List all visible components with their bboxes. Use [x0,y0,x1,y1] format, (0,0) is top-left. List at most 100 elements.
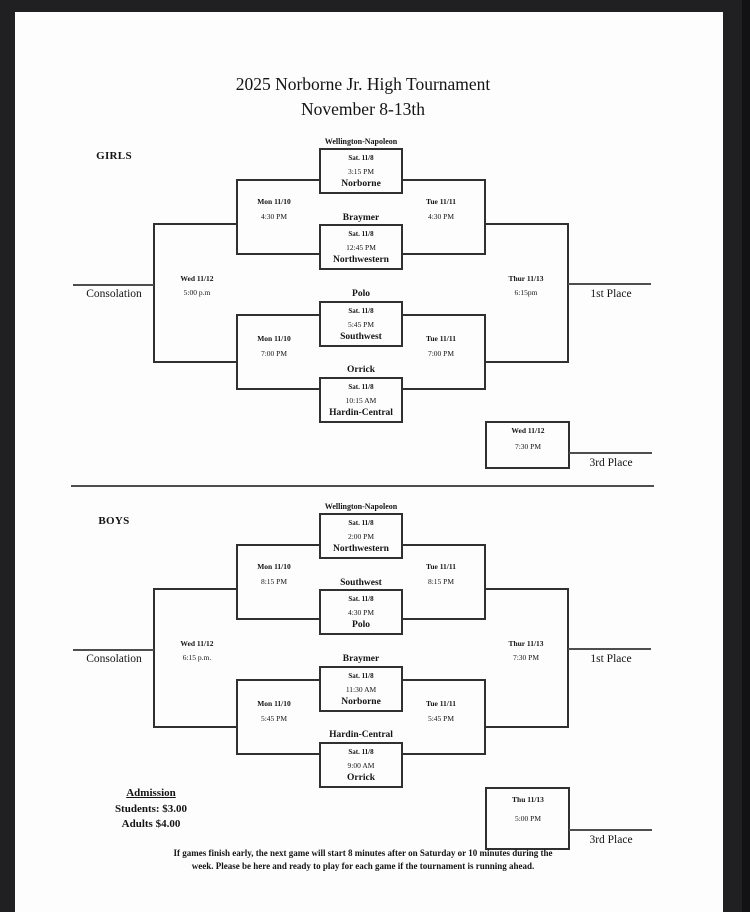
game-box: Sat. 11/8 9:00 AM Orrick [319,742,403,788]
bracket-line [569,452,652,454]
admission-heading: Admission [126,787,176,799]
bracket-line [484,179,486,255]
game-slot-time: 5:45 PM [427,714,455,723]
game-slot-time: 7:00 PM [427,349,455,358]
bracket-line [568,648,651,650]
viewer-right-edge [742,0,750,912]
game-date: Sat. 11/8 [348,595,374,603]
game-slot-time: 6:15 p.m. [182,653,212,662]
game-slot-date: Mon 11/10 [257,197,291,206]
game-slot-date: Thur 11/13 [508,639,544,648]
game-slot-date: Wed 11/12 [180,274,214,283]
team-name: Southwest [340,332,382,342]
game-slot-time: 5:00 PM [514,814,542,823]
team-name: Orrick [347,773,375,783]
footer-note-line1: If games finish early, the next game wil… [173,848,553,858]
bracket-line [567,588,569,728]
game-slot-date: Mon 11/10 [257,699,291,708]
bracket-line [73,649,154,651]
admission-adults: Adults $4.00 [121,818,181,830]
game-time: 10:15 AM [345,396,377,405]
game-slot-time: 8:15 PM [260,577,288,586]
page-subtitle: November 8-13th [301,99,425,119]
bracket-line [153,588,155,728]
game-slot-time: 4:30 PM [260,212,288,221]
bracket-line [485,588,568,590]
game-date: Sat. 11/8 [348,230,374,238]
game-slot-date: Tue 11/11 [426,197,456,206]
game-slot-time: 6:15pm [514,288,538,297]
game-slot-date: Thur 11/13 [508,274,544,283]
admission-students: Students: $3.00 [114,803,188,815]
section-label: BOYS [98,515,130,527]
game-time: 12:45 PM [346,243,376,252]
game-slot-time: 7:30 PM [512,653,540,662]
team-name: Northwestern [333,255,389,265]
team-name: Wellington-Napoleon [324,502,398,511]
team-name: Hardin-Central [329,408,393,418]
game-slot-date: Wed 11/12 [511,426,545,435]
bracket-line [484,314,486,390]
game-date: Sat. 11/8 [348,672,374,680]
bracket-line [567,223,569,363]
bracket-line [486,848,569,850]
game-slot-date: Wed 11/12 [180,639,214,648]
bracket-line [73,284,154,286]
game-slot-time: 4:30 PM [427,212,455,221]
footer-note-line2: week. Please be here and ready to play f… [191,861,535,871]
game-slot-date: Mon 11/10 [257,334,291,343]
team-name: Norborne [341,697,381,707]
bracket-line [154,361,237,363]
game-slot-time: 7:30 PM [514,442,542,451]
game-time: 9:00 AM [347,761,375,770]
bracket-line [153,223,155,363]
game-slot-date: Thu 11/13 [512,795,544,804]
game-slot-date: Tue 11/11 [426,699,456,708]
bracket-line [485,361,568,363]
game-box: Sat. 11/8 11:30 AM Norborne [319,666,403,712]
game-box: Sat. 11/8 12:45 PM Northwestern [319,224,403,270]
page-title: 2025 Norborne Jr. High Tournament [235,74,491,94]
game-slot-time: 7:00 PM [260,349,288,358]
team-name: Orrick [347,365,375,375]
team-name: Braymer [342,213,380,223]
game-date: Sat. 11/8 [348,383,374,391]
game-date: Sat. 11/8 [348,748,374,756]
team-name: Polo [352,289,370,299]
bracket-line [154,726,237,728]
bracket-line [568,421,570,469]
bracket-line [236,179,238,255]
game-slot-time: 5:00 p.m [183,288,211,297]
consolation-label: Consolation [86,288,142,300]
team-name: Polo [352,620,370,630]
third-place-label: 3rd Place [589,834,633,846]
section-label: GIRLS [96,150,132,162]
bracket-line [154,223,237,225]
bracket-line [486,421,569,423]
bracket-line [486,467,569,469]
team-name: Hardin-Central [329,730,393,740]
bracket-line [485,421,487,469]
game-slot-date: Tue 11/11 [426,562,456,571]
team-name: Norborne [341,179,381,189]
first-place-label: 1st Place [590,288,632,300]
game-slot-date: Tue 11/11 [426,334,456,343]
game-slot-date: Mon 11/10 [257,562,291,571]
bracket-line [236,544,238,620]
game-time: 11:30 AM [345,685,377,694]
game-time: 4:30 PM [347,608,375,617]
team-name: Wellington-Napoleon [324,137,398,146]
section-divider-line [71,485,654,487]
bracket-line [484,544,486,620]
consolation-label: Consolation [86,653,142,665]
game-time: 2:00 PM [347,532,375,541]
game-date: Sat. 11/8 [348,519,374,527]
bracket-line [484,679,486,755]
game-box: Sat. 11/8 10:15 AM Hardin-Central [319,377,403,423]
game-time: 3:15 PM [347,167,375,176]
game-slot-time: 8:15 PM [427,577,455,586]
bracket-line [236,679,238,755]
